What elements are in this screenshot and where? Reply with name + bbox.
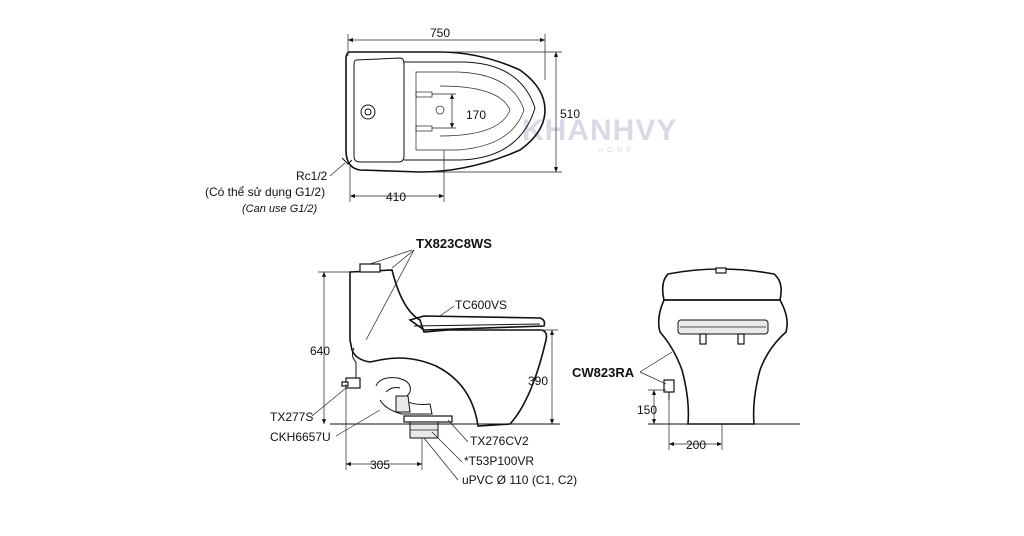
side-view: TX823C8WS TC600VS 640 390 305 TX277S CKH…: [270, 236, 577, 487]
model-label: CW823RA: [572, 365, 635, 380]
top-view-hinge-upper: [415, 91, 433, 98]
valve-part-label: TX277S: [270, 410, 313, 424]
supply-leader: [329, 162, 346, 177]
dim-width-label: 750: [430, 26, 450, 40]
side-view-supply-hose: [351, 347, 357, 384]
dim-inner-label: 170: [466, 108, 486, 122]
pipe-spec-label: uPVC Ø 110 (C1, C2): [462, 473, 577, 487]
top-view-seat: [404, 61, 536, 161]
seat-part-label: TC600VS: [455, 298, 507, 312]
top-view-bowl: [415, 71, 525, 151]
dim-rough-in-label: 305: [370, 458, 390, 472]
hose-part-label: CKH6657U: [270, 430, 331, 444]
side-view-body-outline: [349, 269, 548, 427]
watermark-sub: HOME: [598, 147, 635, 154]
front-view-body: [657, 299, 788, 425]
supply-note-vi: (Có thể sử dụng G1/2): [205, 185, 325, 199]
side-view-seat: [408, 315, 546, 331]
flange-part-label: TX276CV2: [470, 434, 529, 448]
adapter-part-label: *T53P100VR: [464, 454, 534, 468]
side-view-flush-button: [359, 263, 381, 273]
watermark-brand: KHANHVY: [522, 114, 677, 147]
tank-part-label: TX823C8WS: [416, 236, 492, 251]
dim-supply-offset-label: 200: [686, 438, 706, 452]
top-view-body-outline: [345, 51, 546, 173]
dim-height-label: 640: [310, 344, 330, 358]
top-view: 750 510 170 410 Rc1/2 (Có thể sử dụng G1…: [205, 26, 580, 215]
front-view-tank: [661, 268, 782, 301]
dim-supply-height-label: 150: [637, 403, 657, 417]
front-view: 150 200 CW823RA: [572, 267, 800, 452]
dim-offset-label: 410: [386, 190, 406, 204]
watermark: KHANHVY HOME: [522, 114, 677, 154]
side-view-flange: [403, 415, 453, 423]
supply-thread-label: Rc1/2: [296, 169, 328, 183]
supply-note-en: (Can use G1/2): [242, 203, 318, 215]
top-view-hinge-lower: [415, 125, 433, 132]
top-view-flush-button: [360, 104, 376, 120]
dim-depth-label: 510: [560, 107, 580, 121]
top-view-tank: [353, 57, 405, 163]
top-view-bowl-inner: [439, 85, 511, 137]
dim-bowl-height-label: 390: [528, 374, 548, 388]
